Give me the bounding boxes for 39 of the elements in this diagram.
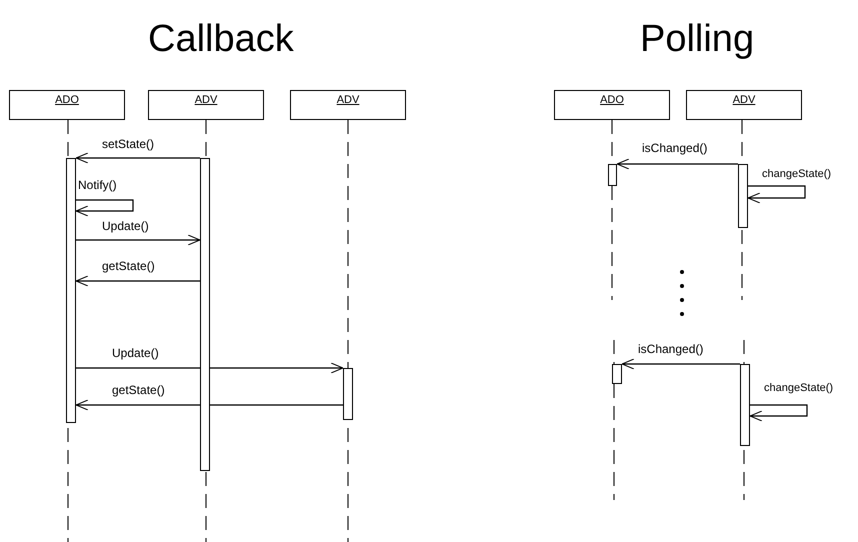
diagram-heading: Polling xyxy=(640,18,754,61)
activation-bar xyxy=(608,164,617,186)
lifeline-header-box xyxy=(9,90,125,120)
message-arrow xyxy=(76,362,344,374)
message-arrow xyxy=(76,400,343,410)
activation-bar xyxy=(200,158,210,471)
edge-label: changeState() xyxy=(762,167,832,181)
diagram-heading: Callback xyxy=(148,18,294,61)
lifeline-header-box xyxy=(554,90,670,120)
object-name: ADV xyxy=(336,94,360,106)
message-arrow xyxy=(76,234,200,246)
message-arrow xyxy=(750,404,808,422)
object-name: ADV xyxy=(732,94,756,106)
edge-label: changeState() xyxy=(764,381,834,395)
edge-label: isChanged() xyxy=(642,141,708,155)
object-name: ADO xyxy=(55,94,79,106)
activation-bar xyxy=(740,364,750,446)
lifeline-header-box xyxy=(148,90,264,120)
message-arrow xyxy=(76,152,200,164)
message-arrow xyxy=(622,358,740,370)
edge-label: isChanged() xyxy=(638,342,704,356)
message-arrow xyxy=(748,185,806,204)
edge-label: getState() xyxy=(102,259,155,273)
object-name: ADO xyxy=(600,94,624,106)
edge-label: getState() xyxy=(112,383,165,397)
object-name: ADV xyxy=(194,94,218,106)
activation-bar xyxy=(343,368,353,420)
lifeline-header-box xyxy=(686,90,802,120)
activation-bar xyxy=(738,164,748,228)
activation-bar xyxy=(612,364,622,384)
edge-label: setState() xyxy=(102,137,154,151)
message-arrow xyxy=(616,158,738,170)
message-arrow xyxy=(76,276,200,286)
activation-bar xyxy=(66,158,76,423)
message-arrow xyxy=(76,199,134,216)
edge-label: Notify() xyxy=(78,178,117,192)
lifeline-header-box xyxy=(290,90,406,120)
edge-label: Update() xyxy=(112,346,159,360)
edge-label: Update() xyxy=(102,219,149,233)
